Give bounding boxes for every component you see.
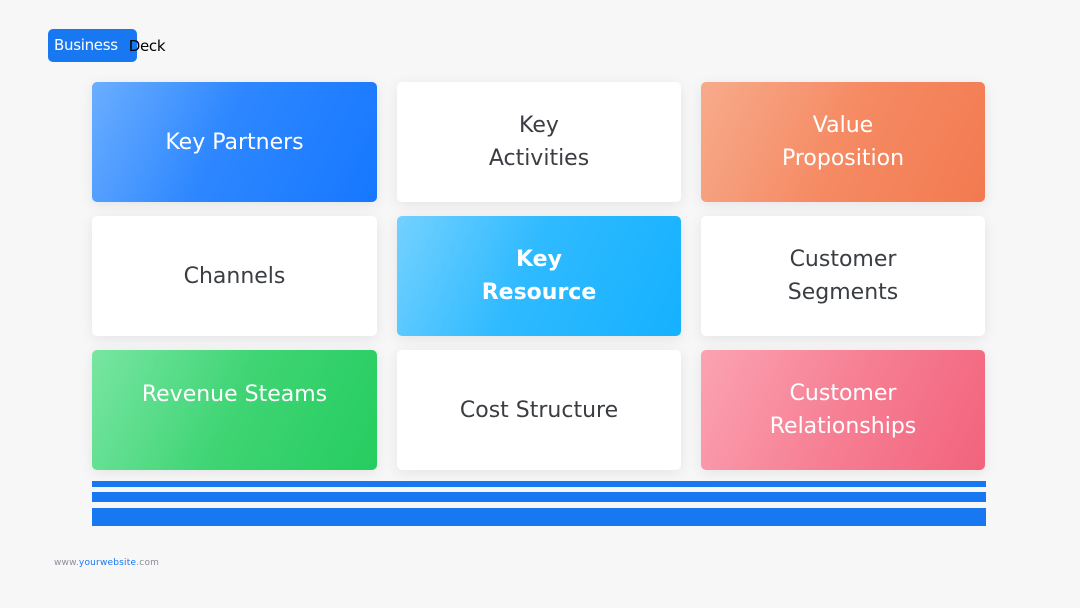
card-customer-segments: Customer Segments [701, 216, 985, 336]
footer-accent: yourwebsite [78, 558, 137, 568]
logo-highlight: Business [48, 29, 137, 62]
card-customer-relationships: Customer Relationships [701, 350, 985, 470]
card-key-activities: Key Activities [397, 82, 681, 202]
website-footer: www.yourwebsite.com [54, 558, 159, 568]
footer-prefix: www. [54, 558, 79, 568]
card-label: Value Proposition [781, 113, 905, 171]
brand-logo: Business Deck [48, 29, 166, 62]
card-label: Cost Structure [459, 397, 619, 423]
card-label: Key Resource [481, 247, 597, 305]
decorative-bar-thin [92, 481, 986, 487]
card-label: Customer Relationships [769, 381, 917, 439]
card-label: Channels [183, 263, 286, 289]
card-label: Customer Segments [787, 247, 899, 305]
logo-text: Deck [128, 36, 166, 55]
card-label: Key Activities [488, 113, 590, 171]
decorative-bar-medium [92, 492, 986, 502]
card-channels: Channels [92, 216, 377, 336]
card-label: Revenue Steams [141, 381, 328, 407]
business-model-grid: Key Partners Key Activities Value Propos… [92, 82, 986, 470]
card-key-partners: Key Partners [92, 82, 377, 202]
card-key-resource: Key Resource [397, 216, 681, 336]
card-value-proposition: Value Proposition [701, 82, 985, 202]
card-cost-structure: Cost Structure [397, 350, 681, 470]
decorative-bar-thick [92, 508, 986, 526]
card-revenue-streams: Revenue Steams [92, 350, 377, 470]
card-label: Key Partners [165, 129, 304, 155]
footer-suffix: .com [136, 558, 160, 568]
